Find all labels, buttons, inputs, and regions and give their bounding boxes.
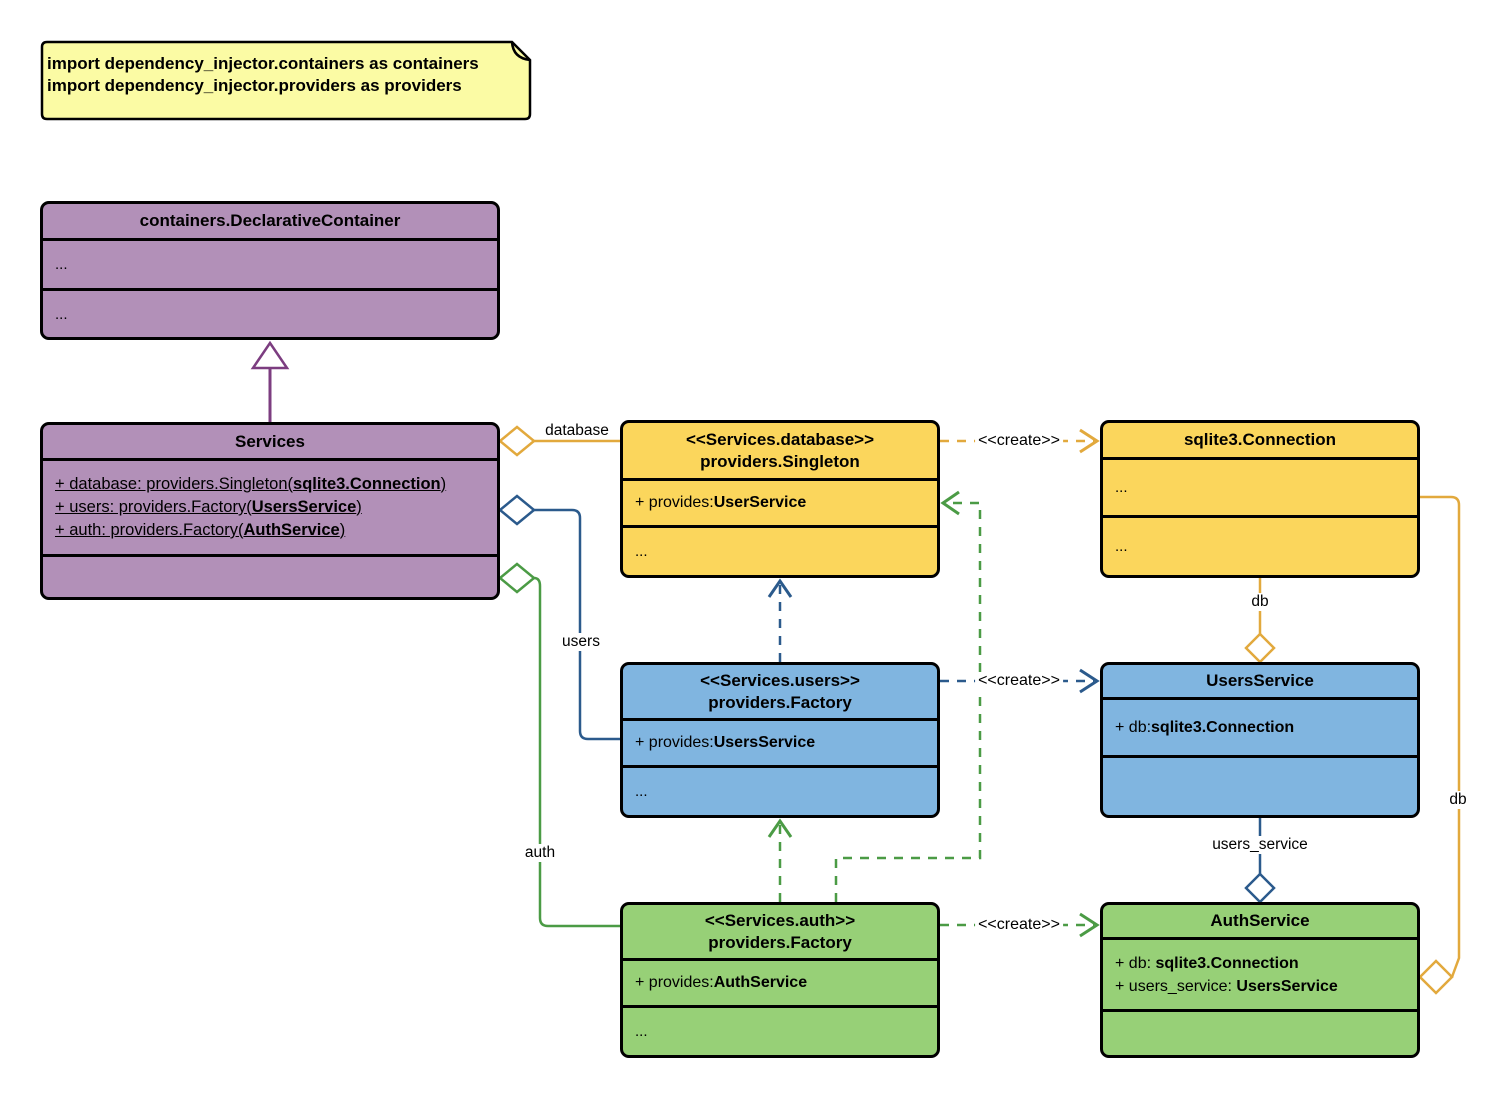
arrowhead-icon xyxy=(1079,668,1100,694)
edge-label-auth: auth xyxy=(521,844,559,862)
class-database-singleton: <<Services.database>> providers.Singleto… xyxy=(620,420,940,578)
class-methods xyxy=(1103,755,1417,815)
note-line: import dependency_injector.containers as… xyxy=(47,54,479,73)
class-methods: ... xyxy=(43,288,497,337)
arrowhead-icon xyxy=(767,578,793,598)
inheritance-triangle-icon xyxy=(250,340,290,370)
edge-label-create-database: <<create>> xyxy=(975,432,1063,450)
class-title: containers.DeclarativeContainer xyxy=(139,211,401,230)
class-attributes: + db: sqlite3.Connection + users_service… xyxy=(1103,937,1417,1009)
arrowhead-icon xyxy=(767,818,793,838)
edge-services-users xyxy=(498,494,620,741)
class-methods: ... xyxy=(623,765,937,815)
diamond-icon xyxy=(1418,959,1454,995)
class-title: <<Services.auth>> providers.Factory xyxy=(623,905,937,958)
edge-label-users-service: users_service xyxy=(1209,836,1311,854)
class-title: <<Services.users>> providers.Factory xyxy=(623,665,937,718)
edge-users-to-singleton xyxy=(767,578,793,662)
class-attributes: + provides: UserService xyxy=(623,478,937,525)
edge-label-create-auth: <<create>> xyxy=(975,916,1063,934)
class-attributes: + database: providers.Singleton(sqlite3.… xyxy=(43,458,497,554)
class-stereotype: <<Services.auth>> xyxy=(704,910,856,930)
attribute-line: + db: sqlite3.Connection xyxy=(1115,954,1299,972)
class-title: Services xyxy=(235,431,305,451)
class-auth-service: AuthService + db: sqlite3.Connection + u… xyxy=(1100,902,1420,1058)
class-declarative-container: containers.DeclarativeContainer ... ... xyxy=(40,201,500,340)
class-title: sqlite3.Connection xyxy=(1183,430,1337,449)
class-title: UsersService xyxy=(1206,671,1314,690)
class-attributes: ... xyxy=(1103,457,1417,515)
attribute-line: + auth: providers.Factory(AuthService) xyxy=(55,521,346,539)
class-stereotype: <<Services.database>> xyxy=(685,429,875,449)
class-attributes: + provides: UsersService xyxy=(623,718,937,765)
arrowhead-icon xyxy=(1079,428,1100,454)
edge-db-authservice xyxy=(1418,495,1461,995)
class-name: providers.Factory xyxy=(708,932,852,952)
edge-label-db-top: db xyxy=(1248,593,1272,611)
class-methods: ... xyxy=(623,525,937,575)
class-methods: ... xyxy=(1103,515,1417,575)
arrowhead-icon xyxy=(1079,912,1100,938)
class-methods: ... xyxy=(623,1005,937,1055)
attribute-line: + users: providers.Factory(UsersService) xyxy=(55,498,362,516)
edge-usersservice-authservice xyxy=(1244,818,1276,904)
diamond-icon xyxy=(498,562,536,594)
diamond-icon xyxy=(1244,632,1276,664)
class-auth-factory: <<Services.auth>> providers.Factory + pr… xyxy=(620,902,940,1058)
attribute-line: + database: providers.Singleton(sqlite3.… xyxy=(55,475,447,493)
class-title: AuthService xyxy=(1210,911,1310,930)
import-note: import dependency_injector.containers as… xyxy=(47,53,523,97)
diamond-icon xyxy=(498,425,536,457)
arrowhead-icon xyxy=(940,490,960,516)
class-services: Services + database: providers.Singleton… xyxy=(40,422,500,600)
class-users-factory: <<Services.users>> providers.Factory + p… xyxy=(620,662,940,818)
edge-label-create-users: <<create>> xyxy=(975,672,1063,690)
class-name: providers.Singleton xyxy=(700,451,860,471)
class-attributes: + provides: AuthService xyxy=(623,958,937,1005)
diamond-icon xyxy=(1244,872,1276,904)
class-name: providers.Factory xyxy=(708,692,852,712)
attribute-line: + users_service: UsersService xyxy=(1115,977,1338,995)
edge-label-database: database xyxy=(545,422,609,439)
class-attributes: ... xyxy=(43,238,497,288)
class-users-service: UsersService + db: sqlite3.Connection xyxy=(1100,662,1420,818)
edge-label-db-right: db xyxy=(1446,791,1470,809)
edge-inheritance xyxy=(250,340,290,422)
edge-auth-to-users xyxy=(767,818,793,902)
class-methods xyxy=(43,554,497,597)
class-attributes: + db: sqlite3.Connection xyxy=(1103,697,1417,755)
class-sqlite-connection: sqlite3.Connection ... ... xyxy=(1100,420,1420,578)
diamond-icon xyxy=(498,494,536,526)
class-stereotype: <<Services.users>> xyxy=(700,670,860,690)
class-methods xyxy=(1103,1009,1417,1055)
note-line: import dependency_injector.providers as … xyxy=(47,76,462,95)
edge-label-users: users xyxy=(559,633,603,651)
edge-services-auth xyxy=(498,562,620,928)
edge-db-usersservice xyxy=(1244,578,1276,664)
class-title: <<Services.database>> providers.Singleto… xyxy=(623,423,937,478)
